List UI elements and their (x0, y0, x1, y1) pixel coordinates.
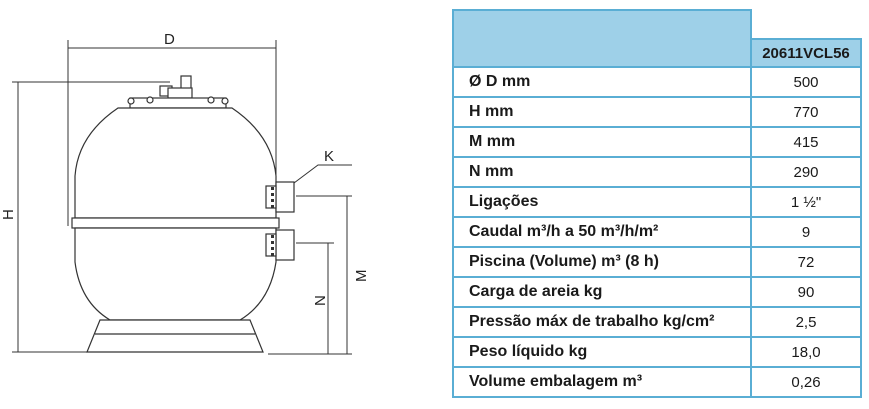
row-label: M mm (452, 126, 752, 158)
filter-diagram: D H K M N (0, 31, 370, 355)
label-h: H (0, 209, 17, 220)
row-label: N mm (452, 156, 752, 188)
row-label: Ligações (452, 186, 752, 218)
row-label: H mm (452, 96, 752, 128)
row-value: 1 ½" (750, 186, 862, 218)
row-value: 9 (750, 216, 862, 248)
header-row-top (452, 9, 861, 68)
dim-k-leader (289, 164, 352, 187)
row-label: Ø D mm (452, 66, 752, 98)
row-value: 18,0 (750, 336, 862, 368)
row-label: Pressão máx de trabalho kg/cm² (452, 306, 752, 338)
row-value: 90 (750, 276, 862, 308)
row-label: Volume embalagem m³ (452, 366, 752, 398)
model-header: 20611VCL56 (750, 38, 862, 68)
row-value: 290 (750, 156, 862, 188)
filter-tank (71, 75, 295, 353)
row-value: 770 (750, 96, 862, 128)
header-empty-cell (750, 10, 861, 39)
row-value: 2,5 (750, 306, 862, 338)
label-d: D (164, 31, 175, 48)
label-n: N (312, 295, 329, 306)
label-k: K (324, 148, 334, 165)
header-row-model: 20611VCL56 (453, 38, 862, 68)
row-value: 415 (750, 126, 862, 158)
label-m: M (353, 270, 370, 283)
row-value: 500 (750, 66, 862, 98)
header-blank-cell (452, 9, 752, 68)
row-label: Peso líquido kg (452, 336, 752, 368)
row-value: 0,26 (750, 366, 862, 398)
row-label: Piscina (Volume) m³ (8 h) (452, 246, 752, 278)
row-label: Caudal m³/h a 50 m³/h/m² (452, 216, 752, 248)
table-row: Piscina (Volume) m³ (8 h)72 (452, 246, 862, 278)
row-value: 72 (750, 246, 862, 278)
row-label: Carga de areia kg (452, 276, 752, 308)
